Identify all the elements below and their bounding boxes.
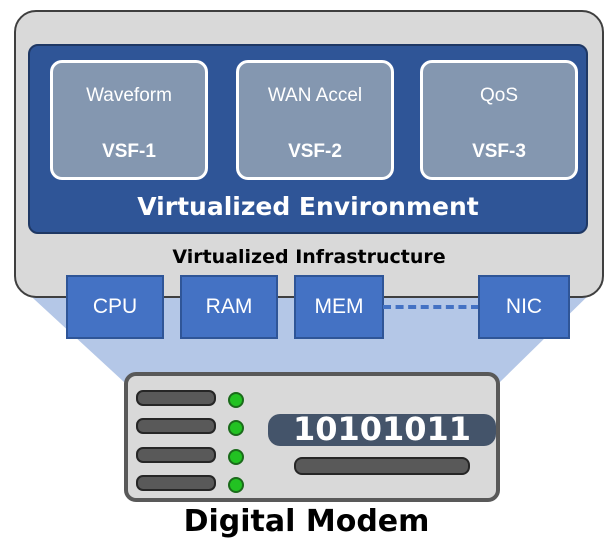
- status-led: [228, 392, 244, 408]
- binary-code: 10101011: [292, 410, 472, 448]
- mem-box: MEM: [294, 275, 384, 339]
- modem-label: Digital Modem: [183, 504, 430, 539]
- cpu-box: CPU: [66, 275, 164, 339]
- vsf-1-box: Waveform VSF-1: [50, 60, 208, 180]
- vsf-1-function: Waveform: [86, 85, 172, 106]
- drive-slot: [136, 475, 216, 491]
- vsf-2-id: VSF-2: [288, 141, 342, 162]
- vsf-3-box: QoS VSF-3: [420, 60, 578, 180]
- nic-box: NIC: [478, 275, 570, 339]
- vsf-3-id: VSF-3: [472, 141, 526, 162]
- environment-label: Virtualized Environment: [137, 192, 479, 221]
- vsf-1-id: VSF-1: [102, 141, 156, 162]
- drive-slot: [136, 418, 216, 434]
- status-led: [228, 449, 244, 465]
- ram-box: RAM: [180, 275, 278, 339]
- mem-nic-dashed-link: [383, 305, 479, 309]
- drive-slot: [136, 390, 216, 406]
- status-led: [228, 420, 244, 436]
- binary-display: [268, 414, 496, 446]
- status-led: [228, 477, 244, 493]
- vsf-2-box: WAN Accel VSF-2: [236, 60, 394, 180]
- drive-slot: [136, 447, 216, 463]
- vsf-3-function: QoS: [479, 85, 519, 106]
- infrastructure-label: Virtualized Infrastructure: [172, 246, 446, 268]
- modem-slot-bar: [294, 457, 470, 475]
- vsf-2-function: WAN Accel: [267, 85, 363, 106]
